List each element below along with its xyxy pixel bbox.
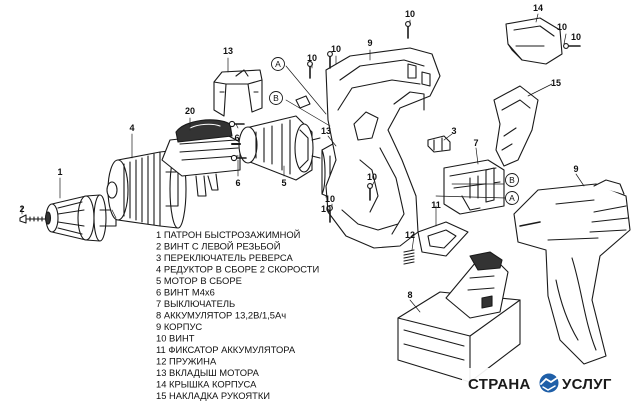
legend-item: 10 ВИНТ <box>156 333 195 344</box>
legend-item: 8 АККУМУЛЯТОР 13,2В/1,5Ач <box>156 310 286 321</box>
callout-number: 15 <box>551 78 561 88</box>
callout-number: 6 <box>234 133 239 143</box>
callout-number: 10 <box>405 9 415 19</box>
marker-a-right <box>505 191 519 205</box>
parts-legend: 1 ПАТРОН БЫСТРОЗАЖИМНОЙ 2 ВИНТ С ЛЕВОЙ Р… <box>156 229 319 401</box>
legend-item: 2 ВИНТ С ЛЕВОЙ РЕЗЬБОЙ <box>156 241 280 252</box>
part-screw-left-hand <box>19 214 47 224</box>
marker-letter: B <box>273 93 279 103</box>
callout-number: 1 <box>57 167 62 177</box>
legend-item: 11 ФИКСАТОР АККУМУЛЯТОРА <box>156 344 296 355</box>
callout-number: 20 <box>185 106 195 116</box>
callout-number: 5 <box>281 178 286 188</box>
legend-item: 7 ВЫКЛЮЧАТЕЛЬ <box>156 298 235 309</box>
part-keyless-chuck <box>44 194 117 242</box>
callout-number: 11 <box>431 200 441 210</box>
legend-item: 3 ПЕРЕКЛЮЧАТЕЛЬ РЕВЕРСА <box>156 252 293 263</box>
part-housing-half <box>325 47 441 249</box>
part-spring <box>403 249 415 265</box>
marker-b-top <box>269 91 283 105</box>
part-battery <box>397 251 521 383</box>
part-screws-m4 <box>228 120 247 162</box>
part-callouts: 1 2 4 20 13 6 6 5 10 10 9 10 13 10 10 10… <box>19 3 581 300</box>
marker-letter: B <box>509 175 515 185</box>
callout-number: 12 <box>405 230 415 240</box>
callout-number: 7 <box>473 138 478 148</box>
callout-number: 10 <box>367 172 377 182</box>
assembly-lines <box>111 65 507 219</box>
marker-b-right <box>505 173 519 187</box>
legend-item: 14 КРЫШКА КОРПУСА <box>156 379 257 390</box>
callout-number: 14 <box>533 3 543 13</box>
reference-marker-letters: A B B A <box>273 59 515 203</box>
legend-item: 13 ВКЛАДЫШ МОТОРА <box>156 367 260 378</box>
legend-item: 1 ПАТРОН БЫСТРОЗАЖИМНОЙ <box>156 229 300 240</box>
callout-leaders <box>21 13 585 313</box>
part-motor <box>231 95 321 181</box>
legend-item: 15 НАКЛАДКА РУКОЯТКИ <box>156 390 270 401</box>
callout-number: 4 <box>129 123 134 133</box>
part-motor-insert-left <box>213 69 263 117</box>
part-housing-cover <box>505 17 563 65</box>
callout-number: 10 <box>557 22 567 32</box>
callout-number: 3 <box>451 126 456 136</box>
part-handle-overlay <box>493 85 539 167</box>
callout-number: 10 <box>307 53 317 63</box>
part-gearbox <box>106 149 187 229</box>
callout-number: 10 <box>321 204 331 214</box>
marker-a-top <box>271 57 285 71</box>
callout-number: 13 <box>321 126 331 136</box>
marker-letter: A <box>275 59 281 69</box>
callout-number: 10 <box>331 44 341 54</box>
legend-item: 12 ПРУЖИНА <box>156 356 217 367</box>
marker-letter: A <box>509 193 515 203</box>
part-trigger-switch <box>443 159 505 215</box>
watermark-badge: СТРАНА УСЛУГ <box>462 368 634 398</box>
legend-item: 4 РЕДУКТОР В СБОРЕ 2 СКОРОСТИ <box>156 264 319 275</box>
legend-item: 6 ВИНТ М4х6 <box>156 287 215 298</box>
callout-number: 10 <box>325 194 335 204</box>
callout-number: 10 <box>571 32 581 42</box>
legend-item: 5 МОТОР В СБОРЕ <box>156 275 242 286</box>
part-housing-assembled <box>513 179 631 365</box>
watermark-left: СТРАНА <box>468 376 531 393</box>
callout-number: 9 <box>367 38 372 48</box>
legend-item: 9 КОРПУС <box>156 321 202 332</box>
reference-markers <box>269 57 519 205</box>
callout-number: 6 <box>235 178 240 188</box>
callout-number: 13 <box>223 46 233 56</box>
callout-number: 2 <box>19 204 24 214</box>
handshake-logo-icon <box>539 373 559 393</box>
watermark-right: УСЛУГ <box>562 376 612 393</box>
callout-number: 9 <box>573 164 578 174</box>
callout-number: 8 <box>407 290 412 300</box>
part-battery-latch <box>417 221 469 257</box>
part-screws <box>307 21 581 223</box>
